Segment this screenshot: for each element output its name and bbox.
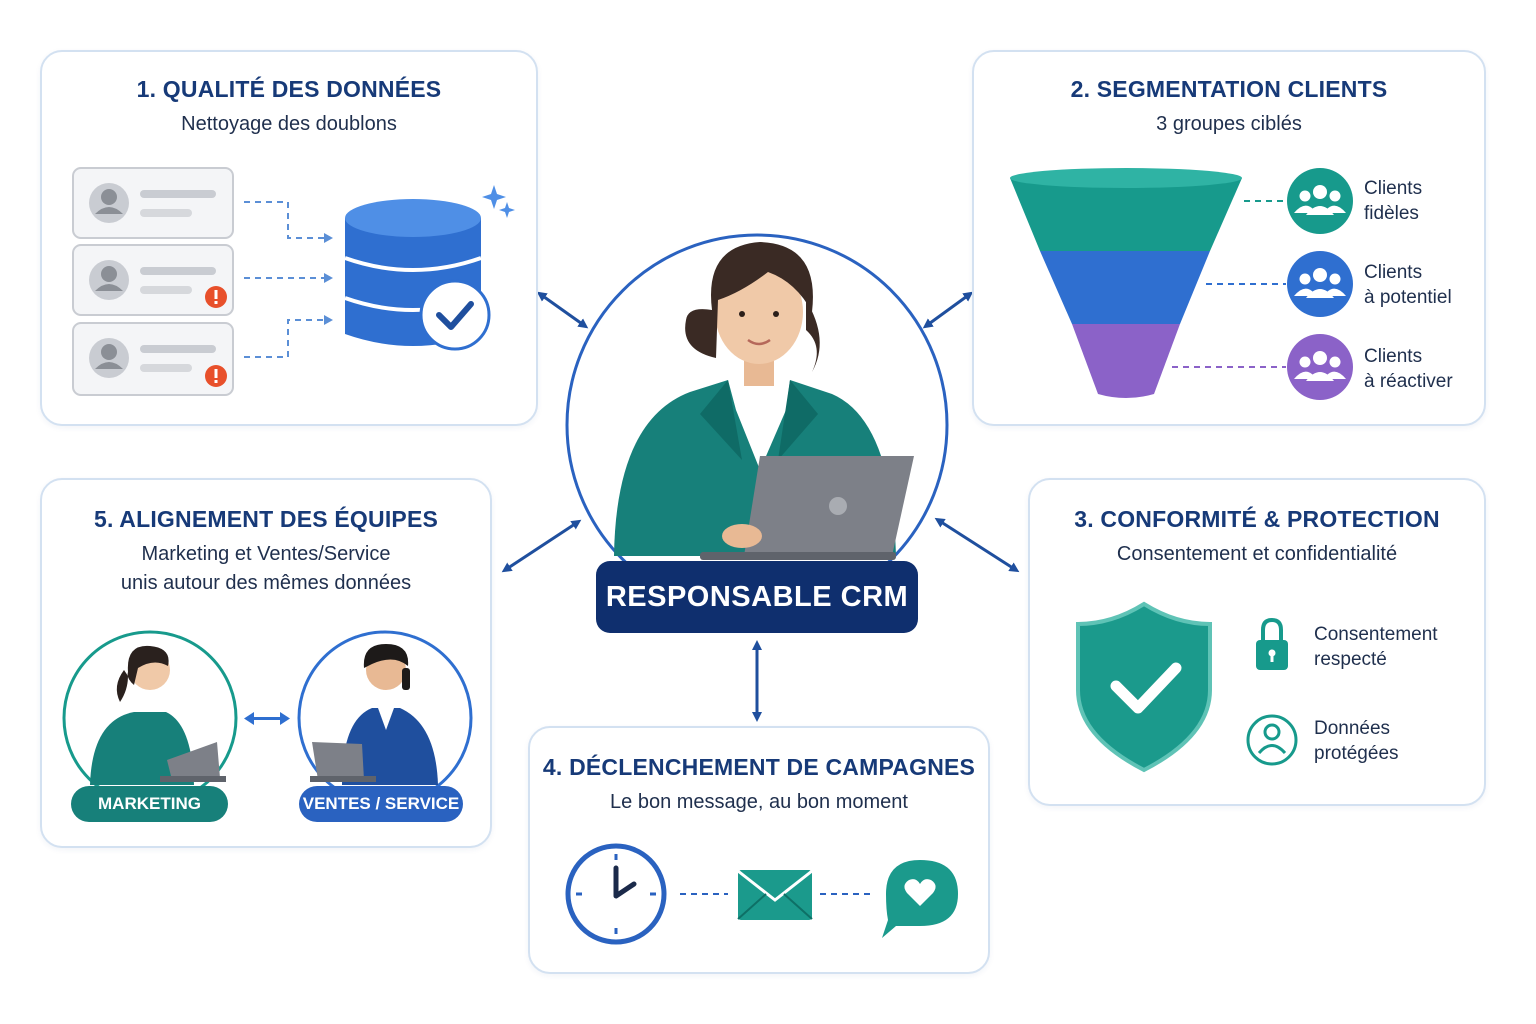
group-icon-reactivate	[1287, 334, 1353, 400]
clock-icon	[565, 843, 667, 945]
card-segmentation: 2. SEGMENTATION CLIENTS 3 groupes ciblés	[972, 50, 1486, 426]
card-campaigns: 4. DÉCLENCHEMENT DE CAMPAGNES Le bon mes…	[528, 726, 990, 974]
bidirectional-arrow-icon	[244, 712, 290, 725]
group-icon-loyal	[1287, 168, 1353, 234]
card-title: 2. SEGMENTATION CLIENTS	[1070, 76, 1388, 102]
card-team-alignment: 5. ALIGNEMENT DES ÉQUIPES Marketing et V…	[40, 478, 492, 848]
shield-check-icon	[1076, 601, 1212, 773]
record-card-3	[72, 322, 234, 396]
check-badge-icon	[419, 279, 491, 351]
arrow-to-alignment	[501, 519, 582, 573]
card-title: 4. DÉCLENCHEMENT DE CAMPAGNES	[542, 754, 976, 780]
arrow-to-segmentation	[922, 291, 974, 329]
campaign-flow-illustration	[565, 843, 958, 945]
card-subtitle: Le bon message, au bon moment	[610, 791, 908, 813]
card-title: 1. QUALITÉ DES DONNÉES	[136, 76, 442, 102]
card-title: 3. CONFORMITÉ & PROTECTION	[1074, 506, 1440, 532]
card-subtitle: Marketing et Ventes/Service unis autour …	[120, 543, 412, 594]
funnel-illustration	[1010, 168, 1353, 400]
marketing-badge: MARKETING	[71, 786, 228, 822]
dashed-flow-lines	[244, 201, 324, 358]
card-data-quality: 1. QUALITÉ DES DONNÉES Nettoyage des dou…	[40, 50, 538, 426]
arrow-to-data-quality	[536, 291, 589, 329]
email-envelope-icon	[737, 869, 813, 920]
sales-service-badge: VENTES / SERVICE	[299, 786, 463, 822]
card-subtitle: Consentement et confidentialité	[1116, 543, 1398, 565]
lock-icon	[1256, 617, 1288, 670]
compliance-illustration	[1076, 601, 1298, 773]
arrow-to-compliance	[934, 517, 1020, 573]
card-compliance: 3. CONFORMITÉ & PROTECTION Consentement …	[1028, 478, 1486, 806]
heart-chat-bubble-icon	[882, 860, 958, 938]
duplicate-records-illustration	[72, 167, 515, 396]
group-icon-potential	[1287, 251, 1353, 317]
user-shield-icon	[1246, 714, 1298, 766]
card-subtitle: Nettoyage des doublons	[181, 113, 397, 135]
person-illustration	[614, 242, 914, 560]
record-card-2	[72, 244, 234, 316]
crm-manager-label: RESPONSABLE CRM	[596, 561, 918, 633]
card-title: 5. ALIGNEMENT DES ÉQUIPES	[93, 506, 439, 532]
database-icon	[344, 185, 515, 351]
sparkle-icon	[482, 185, 506, 209]
sales-person-avatar	[297, 630, 473, 806]
record-card-1	[72, 167, 234, 239]
card-subtitle: 3 groupes ciblés	[1156, 113, 1302, 135]
